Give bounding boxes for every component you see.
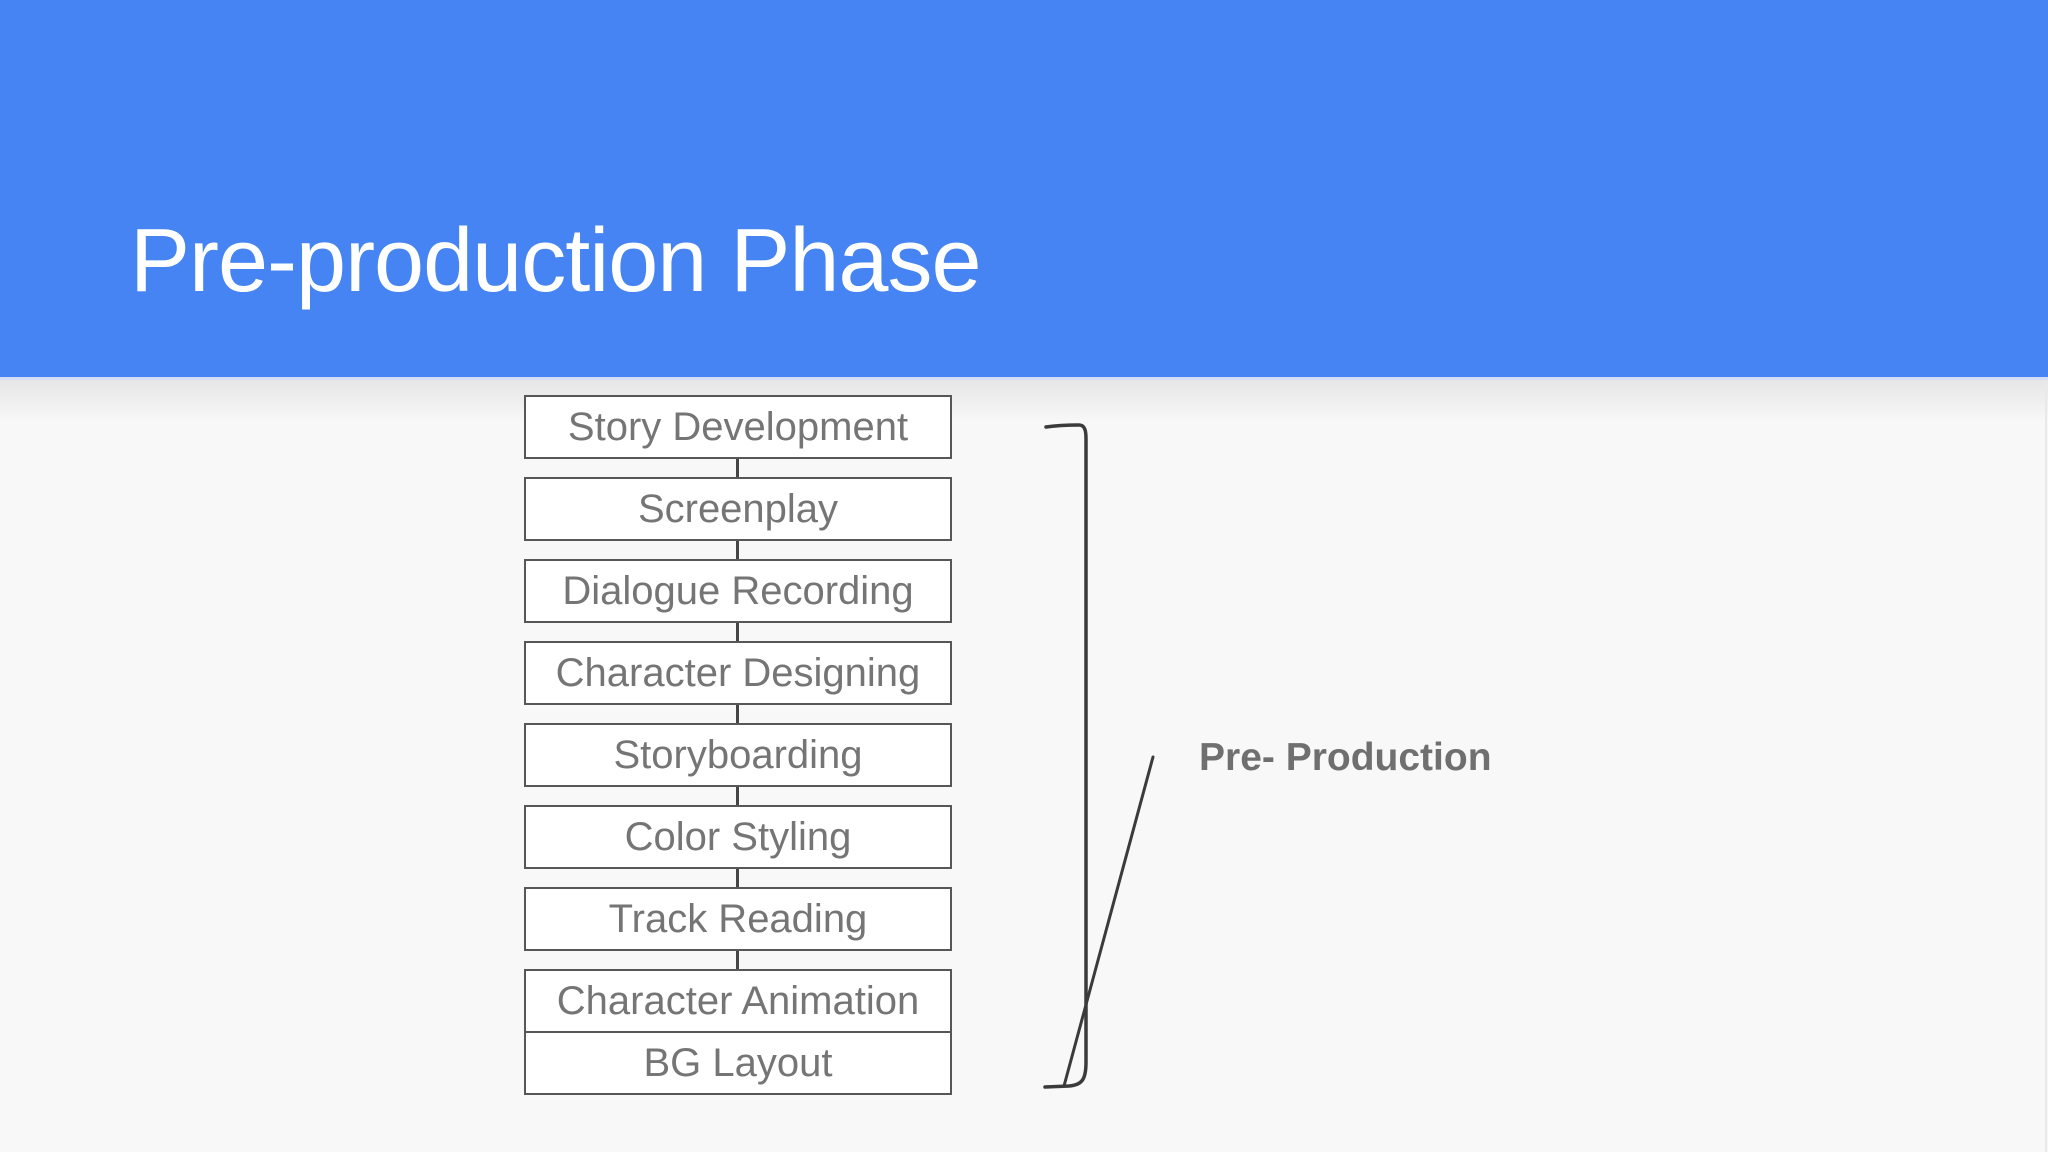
flow-connector	[736, 787, 739, 805]
flow-step-box: Dialogue Recording	[524, 559, 952, 623]
flow-connector	[736, 459, 739, 477]
annotation-label: Pre- Production	[1199, 736, 1492, 779]
flow-connector	[736, 541, 739, 559]
flow-step-box: Story Development	[524, 395, 952, 459]
bracket-line	[1043, 423, 1088, 1089]
flow-connector	[736, 623, 739, 641]
flow-step-box: Storyboarding	[524, 723, 952, 787]
flow-connector	[736, 705, 739, 723]
flow-step-box: Character Designing	[524, 641, 952, 705]
leader-line	[1062, 755, 1155, 1088]
slide-right-edge	[2045, 380, 2047, 1152]
flow-connector	[736, 869, 739, 887]
header-band	[0, 0, 2048, 380]
header-shadow	[0, 380, 2048, 422]
flow-step-box: Color Styling	[524, 805, 952, 869]
page-title: Pre-production Phase	[130, 211, 982, 311]
flow-step-box: BG Layout	[524, 1031, 952, 1095]
flow-step-box: Screenplay	[524, 477, 952, 541]
flow-step-box: Character Animation	[524, 969, 952, 1033]
flow-step-box: Track Reading	[524, 887, 952, 951]
flow-connector	[736, 951, 739, 969]
